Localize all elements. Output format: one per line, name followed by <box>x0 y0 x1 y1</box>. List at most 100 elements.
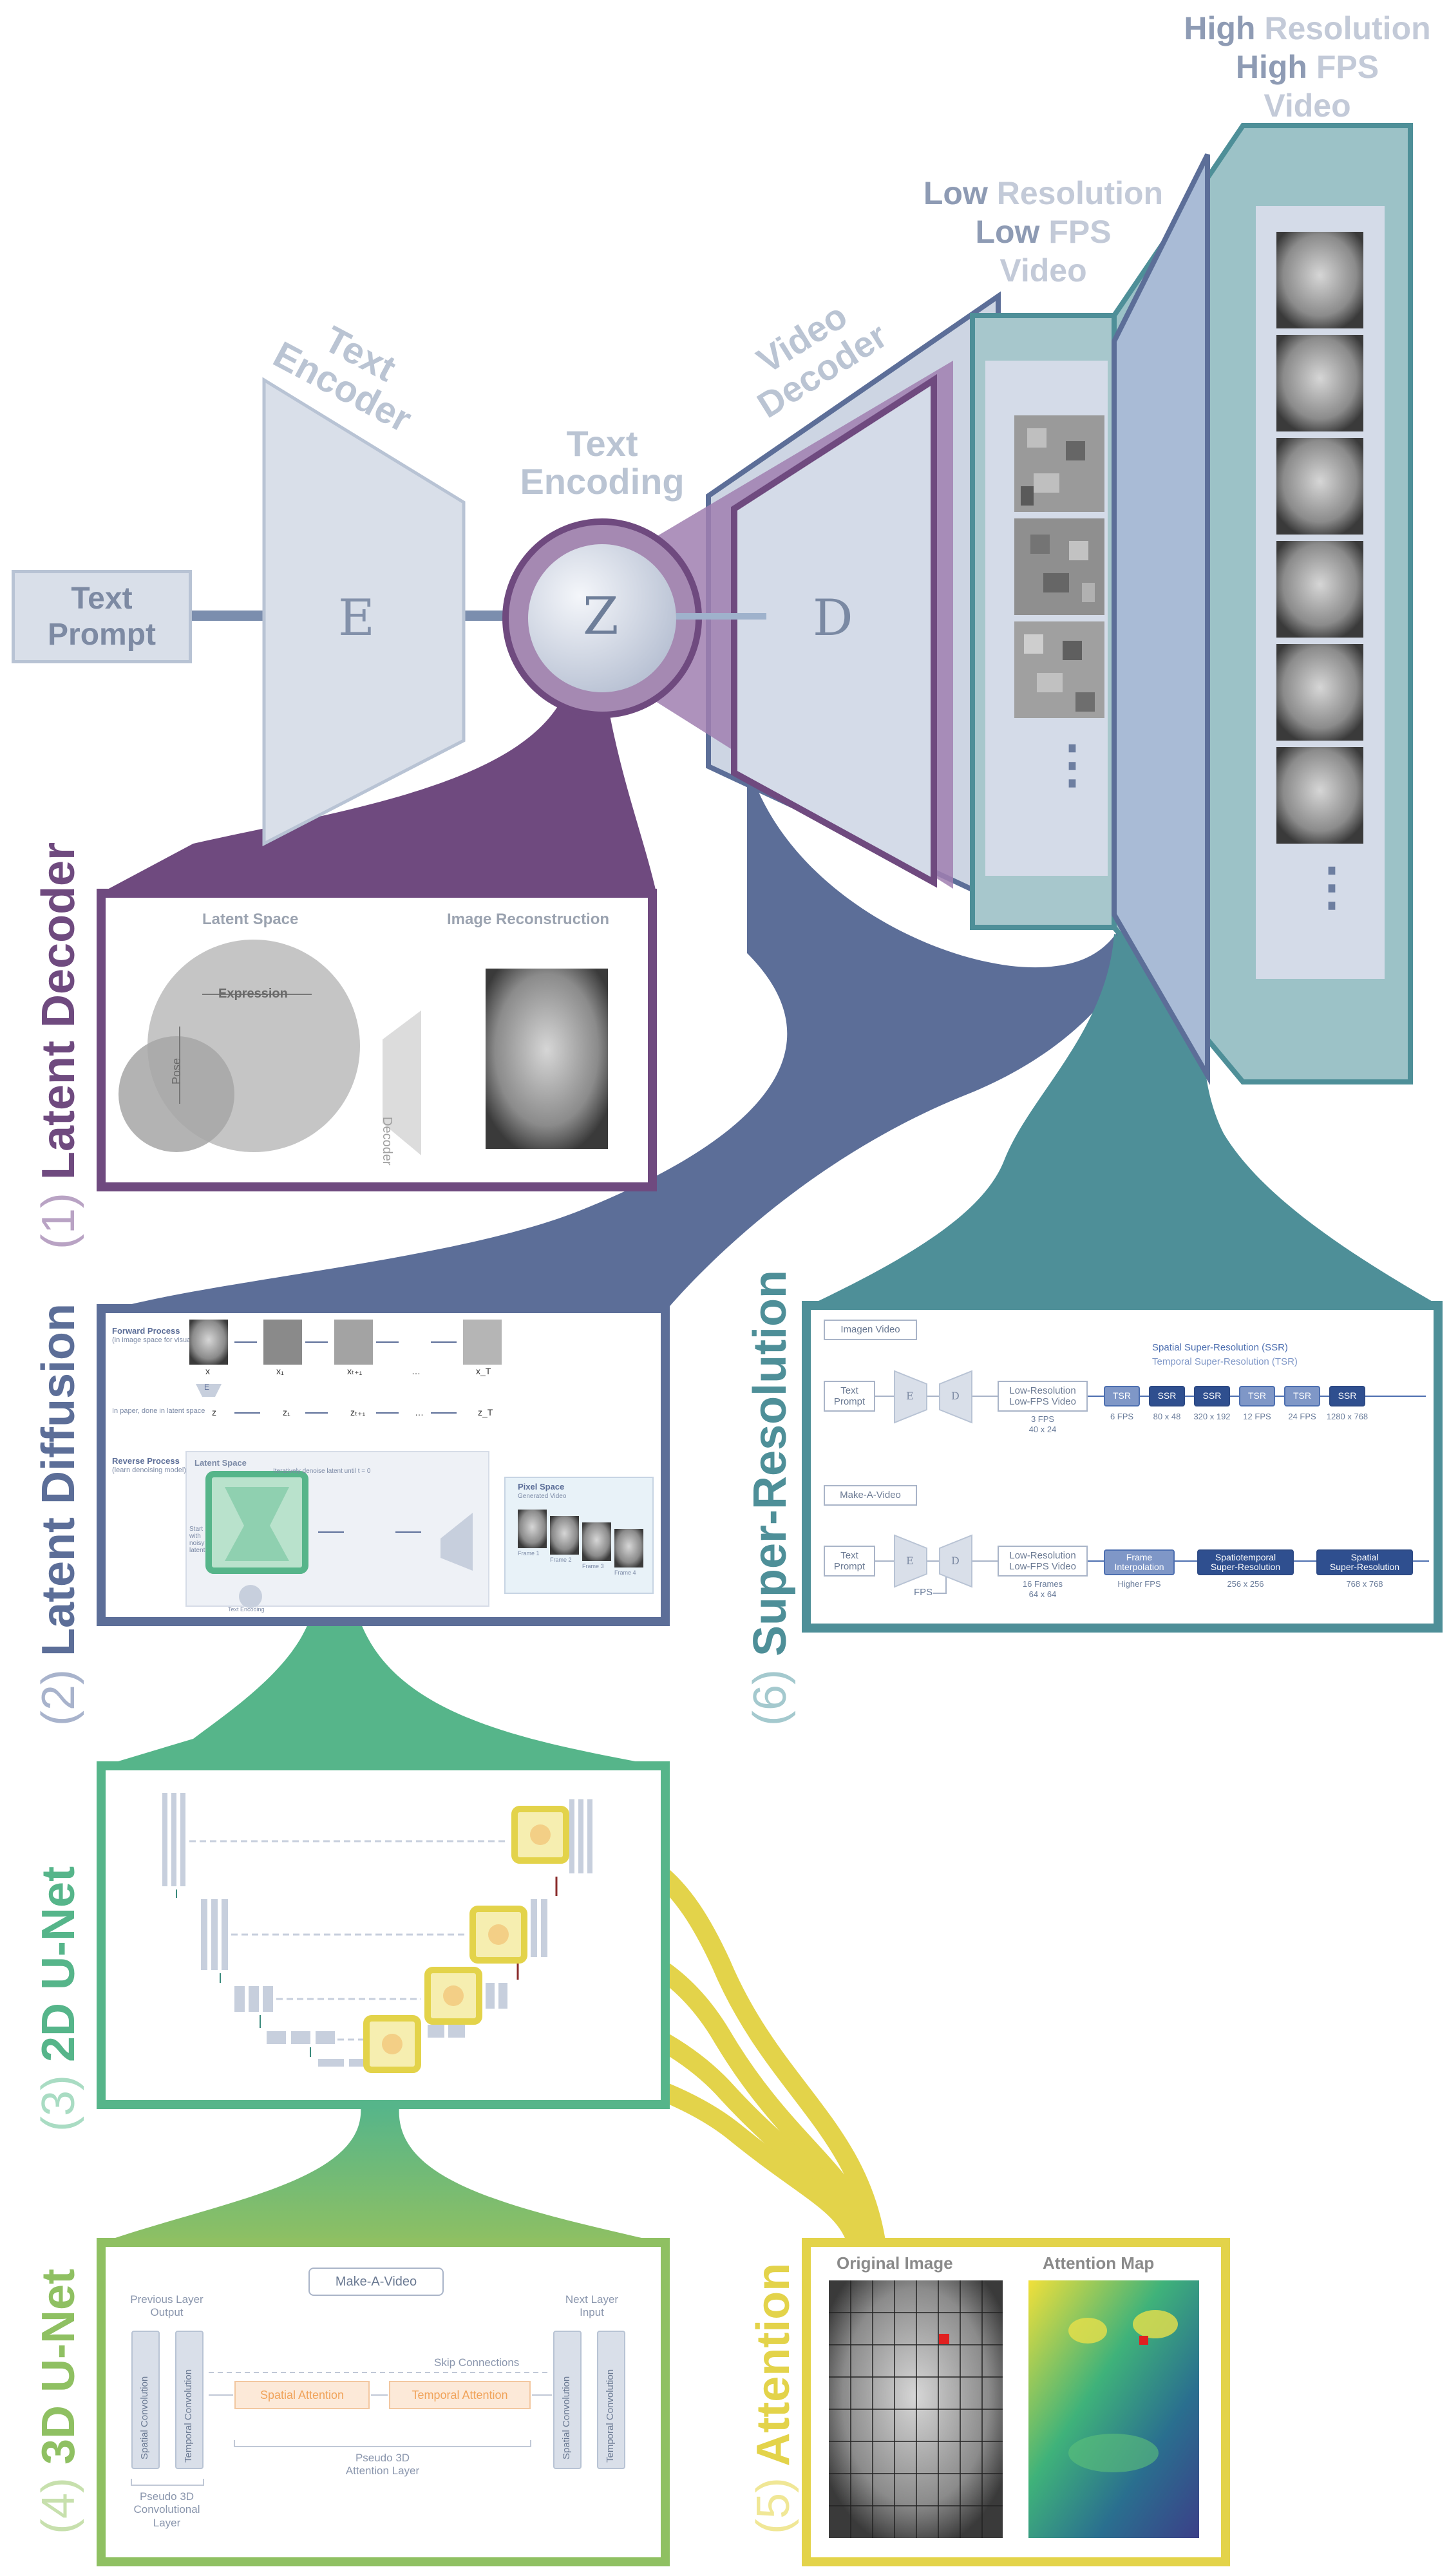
decoder-letter: D <box>813 589 853 647</box>
hires-title-fps: FPS <box>1307 49 1379 85</box>
ld-decoder: Decoder <box>380 1117 394 1166</box>
sr-mav-frame-interp-sub: Higher FPS <box>1117 1579 1161 1589</box>
sr-mav-text-prompt: Text Prompt <box>824 1546 875 1577</box>
sr-mav-frame-interp-1: Frame <box>1126 1551 1153 1562</box>
purple-ribbon <box>97 689 657 895</box>
unet3d-temporal-conv-left <box>175 2331 204 2469</box>
hires-title: High Resolution High FPS Video <box>1172 9 1443 125</box>
unet3d-next-layer: Next Layer Input <box>550 2293 634 2320</box>
ld-image-reconstruction: Image Reconstruction <box>447 911 610 928</box>
ld-z3: … <box>415 1407 424 1417</box>
sr-imagen-lowres-sub-1: 3 FPS <box>1030 1414 1055 1424</box>
latent-decoder-label: (1) Latent Decoder <box>32 842 85 1249</box>
decoder-funnel-inner <box>731 374 937 888</box>
sr-tsr-legend: Temporal Super-Resolution (TSR) <box>1152 1356 1298 1367</box>
unet3d-prev-layer: Previous Layer Output <box>125 2293 209 2320</box>
sr-mav-fps: FPS <box>914 1587 933 1598</box>
sr-ssr-legend: Spatial Super-Resolution (SSR) <box>1152 1342 1288 1353</box>
z-letter: Z <box>583 586 619 646</box>
sr-make-a-video-tag: Make-A-Video <box>824 1485 917 1506</box>
ld-x4: x_T <box>476 1366 491 1376</box>
unet3d-pseudo-conv-2: Convolutional <box>133 2503 200 2516</box>
ld-generated-video: Generated Video <box>518 1493 567 1500</box>
sr-chain-ssr-1: SSR <box>1149 1386 1185 1406</box>
hires-title-resolution: Resolution <box>1255 10 1431 46</box>
sr-mav-spatial-sub: 768 x 768 <box>1346 1579 1383 1589</box>
sr-imagen-video-tag: Imagen Video <box>824 1320 917 1340</box>
text-encoding-title: Text Encoding <box>515 424 689 501</box>
unet3d-arrows <box>131 2372 552 2486</box>
sr-mav-text-prompt-1: Text <box>840 1549 858 1561</box>
unet3d-temporal-attention: Temporal Attention <box>389 2381 531 2409</box>
unet3d-make-a-video: Make-A-Video <box>308 2268 444 2296</box>
sr-imagen-text-prompt: Text Prompt <box>824 1381 875 1412</box>
sr-mav-spatial-1: Spatial <box>1350 1551 1379 1562</box>
lowres-title: Low Resolution Low FPS Video <box>921 174 1166 290</box>
ld-frame-3: Frame 3 <box>582 1563 604 1569</box>
ld-z2: zₜ₊₁ <box>350 1407 366 1417</box>
ld-pose: Pose <box>170 1057 183 1084</box>
lowres-title-resolution: Resolution <box>987 175 1164 211</box>
unet3d-next-layer-1: Next Layer <box>565 2293 619 2306</box>
ld-latent-space-label: Latent Space <box>194 1458 247 1468</box>
z-connector <box>676 613 766 620</box>
unet3d-spatial-attention: Spatial Attention <box>234 2381 370 2409</box>
hires-video-funnel <box>1112 153 1210 1085</box>
unet3d-pseudo-conv-1: Pseudo 3D <box>139 2490 194 2503</box>
latent-decoder-panel: Latent Space Image Reconstruction Expres… <box>97 889 657 1191</box>
unet3d-spatial-conv-right <box>553 2331 582 2469</box>
latent-diffusion-panel: Forward Process (in image space for visu… <box>97 1304 670 1626</box>
ld-text-encoding: Text Encoding <box>228 1606 265 1613</box>
sr-chain-ssr-2: SSR <box>1194 1386 1230 1406</box>
sr-mav-frame-interp-2: Interpolation <box>1114 1562 1164 1572</box>
unet3d-temporal-conv-right <box>597 2331 625 2469</box>
sr-chain-ssr-2-sub: 320 x 192 <box>1193 1412 1231 1421</box>
sr-mav-d: D <box>951 1555 960 1567</box>
ld-latent-space: Latent Space <box>202 911 299 928</box>
lowres-title-low2: Low <box>975 214 1040 250</box>
sr-mav-lowres-2: Low-FPS Video <box>1009 1561 1076 1572</box>
hires-title-video: Video <box>1264 88 1351 124</box>
attention-attention-map: Attention Map <box>1043 2253 1155 2273</box>
unet3d-num: (4) <box>33 2477 84 2534</box>
attention-text: Attention <box>748 2262 799 2467</box>
sr-mav-e: E <box>906 1555 914 1567</box>
ld-forward-process: Forward Process <box>112 1326 180 1336</box>
text-prompt-line1: Text <box>71 582 133 616</box>
sr-mav-lowres-sub-2: 64 x 64 <box>1028 1589 1057 1599</box>
ld-z4: z_T <box>478 1407 493 1417</box>
unet3d-pseudo-attention: Pseudo 3D Attention Layer <box>318 2452 447 2478</box>
unet3d-pseudo-attention-1: Pseudo 3D <box>355 2452 410 2464</box>
super-resolution-text: Super-Resolution <box>744 1269 796 1656</box>
attention-drawing <box>829 2280 1199 2538</box>
sr-mav-spatial: Spatial Super-Resolution <box>1316 1549 1413 1575</box>
lowres-ellipsis: ⋮ <box>1046 735 1098 793</box>
sr-imagen-text-prompt-1: Text <box>840 1385 858 1396</box>
ld-reverse-process: Reverse Process <box>112 1456 180 1466</box>
sr-imagen-d: D <box>951 1390 960 1402</box>
sr-imagen-text-prompt-2: Prompt <box>833 1396 866 1407</box>
teal-ribbon <box>805 934 1443 1307</box>
sr-mav-spatial-2: Super-Resolution <box>1329 1562 1400 1572</box>
sr-chain-ssr-1-sub: 80 x 48 <box>1153 1412 1181 1421</box>
unet3d-pseudo-conv-3: Layer <box>153 2516 181 2529</box>
prompt-connector <box>187 611 277 621</box>
super-resolution-label: (6) Super-Resolution <box>744 1270 797 1726</box>
sr-imagen-lowres-2: Low-FPS Video <box>1009 1396 1076 1407</box>
unet2d-panel <box>97 1761 670 2109</box>
sr-chain-tsr-3-sub: 24 FPS <box>1288 1412 1316 1421</box>
lowres-faces <box>1014 415 1104 718</box>
unet3d-label: (4) 3D U-Net <box>32 2269 85 2534</box>
lowres-face-pixels <box>1021 428 1095 712</box>
sr-imagen-lowres-1: Low-Resolution <box>1009 1385 1076 1396</box>
ld-latent-drawing <box>118 940 608 1155</box>
ld-frame-1: Frame 1 <box>518 1550 540 1557</box>
sr-mav-lowres-sub-1: 16 Frames <box>1022 1579 1063 1589</box>
attention-label: (5) Attention <box>747 2263 800 2534</box>
ld-z0: z <box>212 1407 216 1417</box>
lime-ribbon <box>97 2106 670 2244</box>
latent-diffusion-text: Latent Diffusion <box>33 1303 84 1656</box>
lowres-title-low1: Low <box>923 175 988 211</box>
